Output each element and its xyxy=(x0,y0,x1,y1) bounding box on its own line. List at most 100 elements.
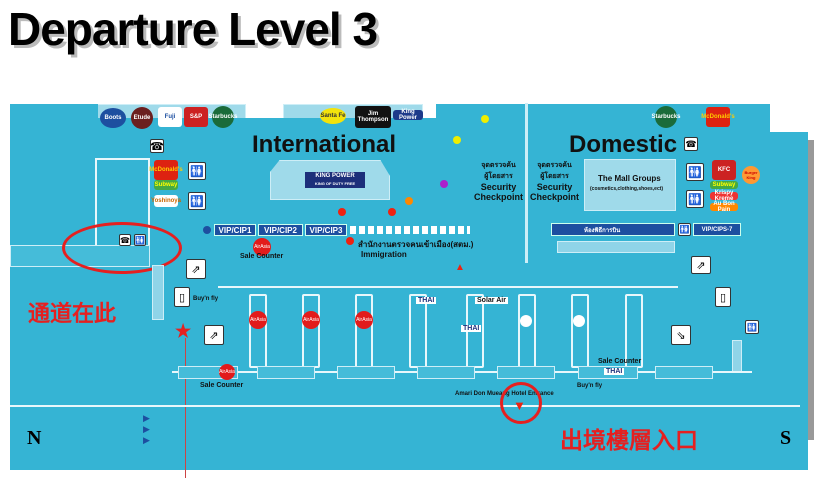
thai-airways-logo: THAI xyxy=(461,325,482,332)
gate xyxy=(625,294,643,368)
side-strip xyxy=(152,265,164,320)
airasia-logo: AirAsia xyxy=(219,364,235,380)
security-en: Security xyxy=(480,182,517,192)
food-logo: Burger King xyxy=(742,166,760,184)
gate xyxy=(302,294,320,368)
airasia-logo: AirAsia xyxy=(302,311,320,329)
security-thai: ผู้โดยสาร xyxy=(484,173,513,180)
bnf-logo xyxy=(520,315,532,327)
shop-logo: King Power xyxy=(393,109,423,121)
food-logo: Yoshinoya xyxy=(151,195,181,207)
escalator-icon: ⇘ xyxy=(671,325,691,345)
vip-lounge-3: VIP/CIP3 xyxy=(305,224,347,236)
phone-icon: ☎ xyxy=(684,137,698,151)
compass-north: N xyxy=(27,427,42,449)
elevator-icon: ▯ xyxy=(715,287,731,307)
counter xyxy=(655,366,713,379)
mall-area xyxy=(584,159,676,211)
shop-logo: McDonald's xyxy=(701,107,735,127)
floor-notch xyxy=(770,104,810,132)
shop-logo: Etude xyxy=(131,107,153,129)
shop-logo: S&P xyxy=(184,107,208,127)
entrance-ring xyxy=(500,382,542,424)
marker-dot xyxy=(440,180,448,188)
counter xyxy=(257,366,315,379)
security-thai: จุดตรวจค้น xyxy=(481,162,516,169)
floor-edge xyxy=(10,104,98,120)
thai-airways-logo: THAI xyxy=(416,297,437,304)
food-logo: Subway xyxy=(710,181,738,189)
airasia-logo: AirAsia xyxy=(355,311,373,329)
pointer-line xyxy=(185,338,186,478)
marker-dot xyxy=(203,226,211,234)
gate-outline xyxy=(218,286,678,288)
restroom-icon: 🚻 xyxy=(686,190,704,208)
sale-counter-label: Sale Counter xyxy=(200,382,244,389)
thai-airways-logo: THAI xyxy=(604,368,625,375)
shop-logo: Boots xyxy=(100,108,126,128)
gate xyxy=(249,294,267,368)
king-power-logo: KING POWER KING OF DUTY FREE xyxy=(305,172,365,188)
marker-dot xyxy=(338,208,346,216)
food-logo: KFC xyxy=(712,160,736,180)
counter xyxy=(417,366,475,379)
counter xyxy=(497,366,555,379)
elevator-icon: ▯ xyxy=(174,287,190,307)
mall-name: The Mall Groups xyxy=(598,174,661,183)
shop-logo: Fuji xyxy=(158,107,182,127)
shop-logo: Jim Thompson xyxy=(355,106,391,128)
sale-counter-label: Sale Counter xyxy=(240,253,284,260)
marker-dot xyxy=(481,115,489,123)
wall-shadow xyxy=(808,140,814,440)
escalator-icon: ⇗ xyxy=(204,325,224,345)
thai-lounge: ห้องพิธีการบิน xyxy=(551,223,675,236)
immigration-booths xyxy=(350,226,470,234)
phone-icon: ☎ xyxy=(150,139,164,153)
divider xyxy=(525,103,528,263)
passage-annotation: 通道在此 xyxy=(28,302,117,327)
arrow-down-icon: ▼ xyxy=(513,398,526,413)
gate xyxy=(409,294,427,368)
star-marker-icon: ★ xyxy=(175,321,192,341)
marker-dot xyxy=(453,136,461,144)
escalator-icon: ⇗ xyxy=(691,256,711,274)
security-en: Security xyxy=(536,182,573,192)
restroom-icon: 🚻 xyxy=(678,223,691,236)
zone-domestic: Domestic xyxy=(569,131,678,158)
entrance-annotation: 出境樓層入口 xyxy=(560,428,698,454)
marker-dot xyxy=(388,208,396,216)
vip-lounge-2: VIP/CIP2 xyxy=(258,224,303,236)
food-logo: Krispy Kreme xyxy=(710,190,738,202)
food-logo: Au Bon Pain xyxy=(710,201,738,213)
compass-south: S xyxy=(780,427,792,449)
food-logo: Subway xyxy=(154,180,178,190)
gate xyxy=(571,294,589,368)
restroom-icon: 🚻 xyxy=(745,320,759,334)
airasia-logo: AirAsia xyxy=(253,238,271,256)
restroom-icon: 🚻 xyxy=(188,162,206,180)
solar-air-label: Solar Air xyxy=(475,297,508,304)
counter xyxy=(337,366,395,379)
direction-arrows-icon: ▶▶▶ xyxy=(143,413,150,445)
immigration-label: Immigration xyxy=(361,250,407,259)
security-thai: จุดตรวจค้น xyxy=(537,162,572,169)
king-power-sub: KING OF DUTY FREE xyxy=(314,181,356,186)
security-en: Checkpoint xyxy=(530,192,580,202)
shop-logo: Starbucks xyxy=(209,106,238,128)
immigration-thai: สำนักงานตรวจคนเข้าเมือง(สตม.) xyxy=(358,240,474,249)
airasia-logo: AirAsia xyxy=(249,311,267,329)
gate-strip xyxy=(557,241,675,253)
sale-counter-label: Sale Counter xyxy=(598,358,642,365)
vip-lounge-1: VIP/CIP1 xyxy=(214,224,256,236)
king-power-name: KING POWER xyxy=(315,173,355,179)
highlight-ring xyxy=(62,222,182,274)
security-en: Checkpoint xyxy=(474,192,524,202)
escalator-icon: ⇗ xyxy=(186,259,206,279)
side-strip xyxy=(732,340,742,372)
buy-n-fly-label: Buy'n fly xyxy=(577,383,603,389)
marker-dot xyxy=(346,237,354,245)
buy-n-fly-label: Buy'n fly xyxy=(193,296,219,302)
vip-domestic: VIP/CIPS-7 xyxy=(693,223,741,236)
